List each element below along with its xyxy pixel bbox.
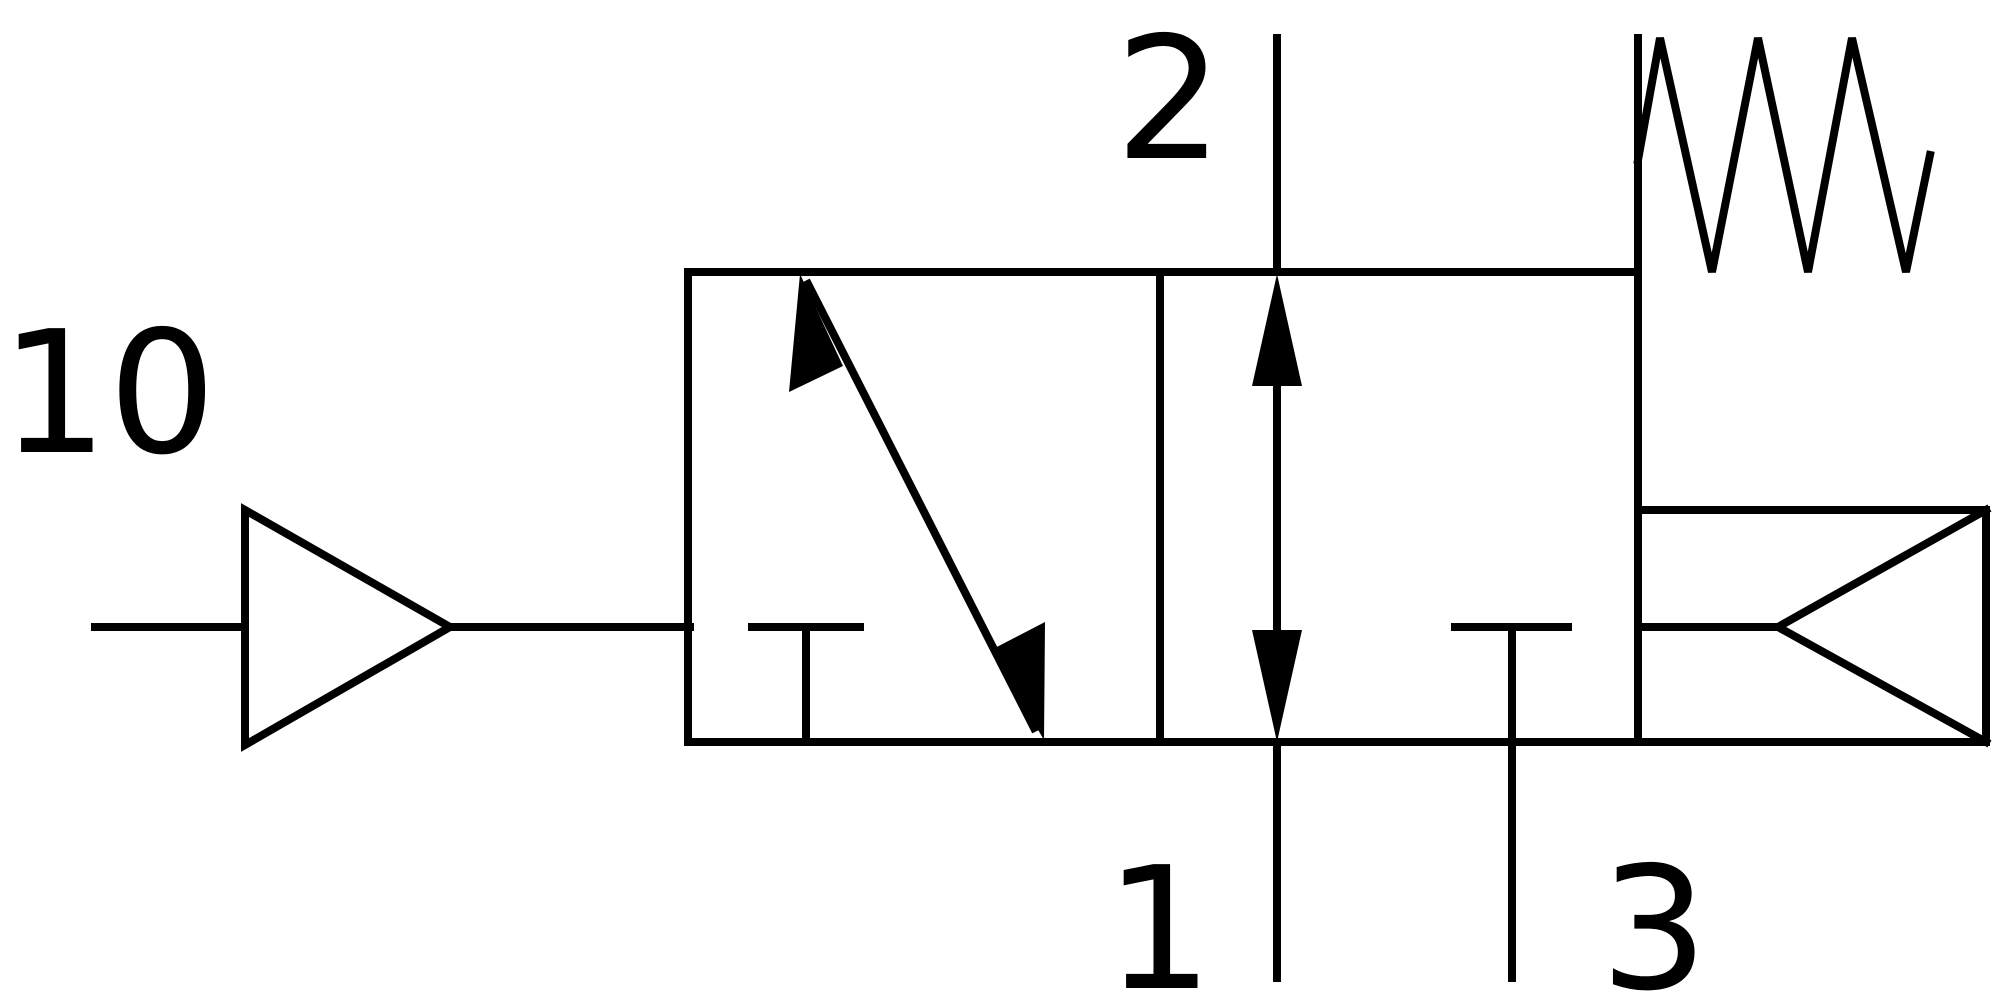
port-label-exhaust: 3 <box>1600 831 1708 1000</box>
arrow-head-up <box>1252 274 1302 386</box>
pilot-input <box>91 503 694 752</box>
arrow-head-up <box>789 274 843 392</box>
arrow-head-down <box>991 622 1045 740</box>
arrow-head-down <box>1252 630 1302 742</box>
port-label-outlet: 2 <box>1115 1 1223 199</box>
port-label-inlet: 1 <box>1105 831 1213 1000</box>
port-lines <box>1273 34 1516 982</box>
port-label-pilot: 10 <box>0 295 216 493</box>
spring-icon <box>1633 34 1935 276</box>
valve-box-right <box>1156 268 1642 746</box>
solenoid-icon <box>1634 504 1992 748</box>
valve-box-left <box>684 268 1164 746</box>
